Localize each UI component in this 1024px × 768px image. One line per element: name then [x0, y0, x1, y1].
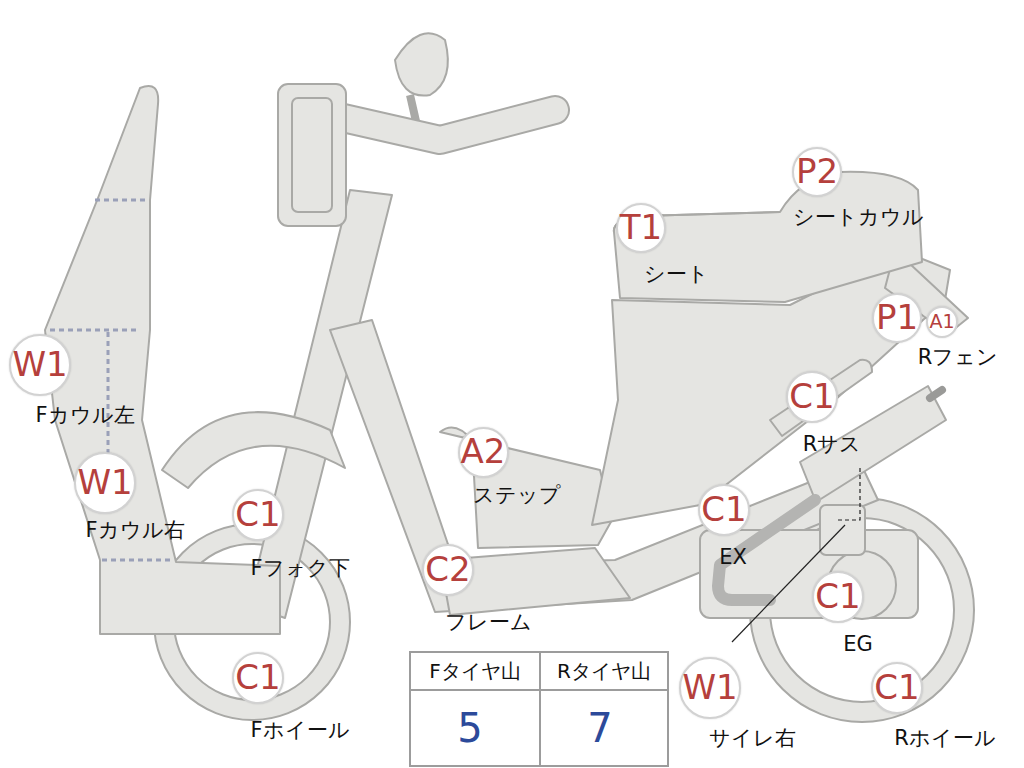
- callout-circle: C1Rサス: [786, 371, 838, 423]
- callout-number: C1: [874, 670, 919, 704]
- callout-circle: P2シートカウル: [792, 147, 842, 197]
- part-label: EX: [719, 546, 747, 569]
- part-label: ステップ: [473, 484, 561, 507]
- headlight-lens: [292, 98, 332, 212]
- table-cell: Rタイヤ山: [557, 660, 651, 682]
- leader-dash: [836, 468, 860, 520]
- headlight: [278, 84, 346, 226]
- handlebar: [330, 110, 555, 140]
- part-label: Fフォク下: [250, 557, 349, 580]
- callout-circle: C1Rホイール: [871, 662, 923, 714]
- callout-circle: C1EX: [698, 484, 750, 536]
- callout-circle: A1Rフェン: [926, 306, 958, 338]
- part-label: Fホイール: [250, 719, 349, 742]
- split-line: [102, 559, 170, 562]
- table-rule: [539, 652, 541, 766]
- front-fender: [162, 412, 345, 488]
- callout-circle: W1Fカウル左: [9, 334, 71, 396]
- table-frame: [410, 652, 668, 766]
- part-label: Fカウル左: [35, 404, 134, 427]
- handlebar-outline: [330, 110, 555, 140]
- callout-circle: C2フレーム: [422, 544, 474, 596]
- callout-number: A2: [461, 434, 506, 468]
- seat: [614, 172, 922, 302]
- front-cowl: [45, 86, 280, 634]
- split-line: [95, 199, 145, 202]
- callout-number: W1: [682, 670, 737, 704]
- shock-end: [930, 390, 942, 398]
- table-cell: 5: [457, 706, 482, 750]
- callout-number: C2: [425, 552, 470, 586]
- callout-circle: C1Fフォク下: [232, 489, 284, 541]
- callout-number: C1: [701, 492, 746, 526]
- table-cell: 7: [587, 706, 612, 750]
- split-line: [107, 332, 110, 462]
- table-cell: Fタイヤ山: [429, 660, 521, 682]
- callout-number: C1: [235, 497, 280, 531]
- cowl-split-lines: [50, 200, 170, 560]
- shock-bar: [770, 360, 872, 436]
- step: [440, 428, 612, 549]
- callout-number: W1: [77, 465, 132, 499]
- part-label: Fカウル右: [85, 519, 184, 542]
- callout-circle: A2ステップ: [458, 427, 509, 478]
- callout-number: P1: [876, 300, 918, 334]
- part-label: Rサス: [803, 433, 862, 456]
- callout-number: C1: [815, 579, 860, 613]
- callout-number: W1: [12, 347, 67, 381]
- callout-number: P2: [796, 154, 838, 188]
- callout-circle: P1: [872, 293, 922, 343]
- callout-circle: C1Fホイール: [232, 652, 284, 704]
- callout-number: T1: [620, 210, 662, 244]
- callout-circle: T1シート: [616, 203, 666, 253]
- part-label: EG: [843, 633, 873, 656]
- engine-block: [820, 505, 865, 555]
- mirror: [395, 33, 448, 95]
- part-label: シート: [644, 263, 709, 286]
- part-label: フレーム: [445, 611, 532, 634]
- part-label: Rホイール: [894, 727, 996, 750]
- callout-number: C1: [789, 379, 834, 413]
- split-line: [50, 329, 140, 332]
- callout-circle: W1Fカウル右: [74, 452, 136, 514]
- part-label: Rフェン: [918, 346, 999, 369]
- callout-circle: W1サイレ右: [679, 657, 741, 719]
- part-label: シートカウル: [793, 206, 924, 229]
- callout-circle: C1EG: [812, 571, 864, 623]
- part-label: サイレ右: [709, 727, 796, 750]
- callout-number: C1: [235, 660, 280, 694]
- tire-table: [410, 652, 668, 766]
- callout-number: A1: [929, 312, 954, 331]
